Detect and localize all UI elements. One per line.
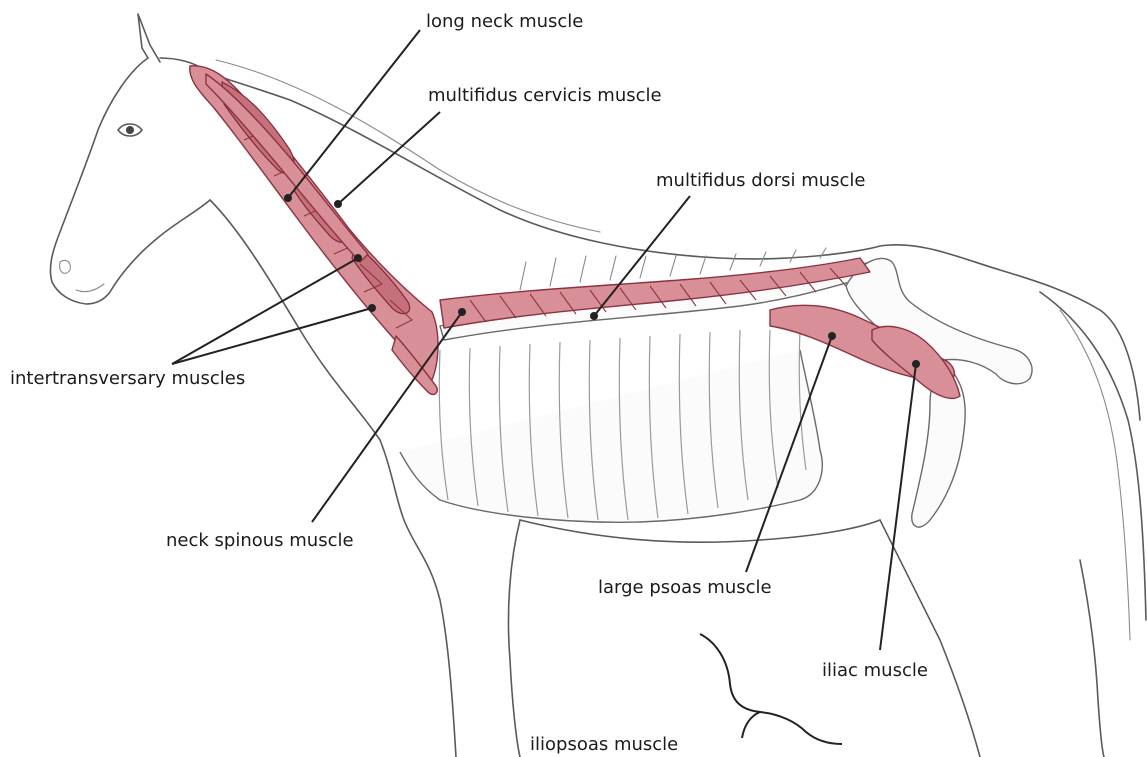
muscles (190, 66, 960, 399)
label-intertransversary-muscles: intertransversary muscles (10, 368, 245, 390)
ribcage (400, 330, 822, 522)
label-iliopsoas-muscle: iliopsoas muscle (530, 734, 678, 756)
label-multifidus-dorsi-muscle: multifidus dorsi muscle (656, 170, 866, 192)
label-multifidus-cervicis-muscle: multifidus cervicis muscle (428, 85, 662, 107)
label-large-psoas-muscle: large psoas muscle (598, 577, 772, 599)
label-iliac-muscle: iliac muscle (822, 660, 928, 682)
label-long-neck-muscle: long neck muscle (426, 11, 583, 33)
multifidus-cervicis-shape (206, 74, 368, 262)
label-neck-spinous-muscle: neck spinous muscle (166, 530, 354, 552)
